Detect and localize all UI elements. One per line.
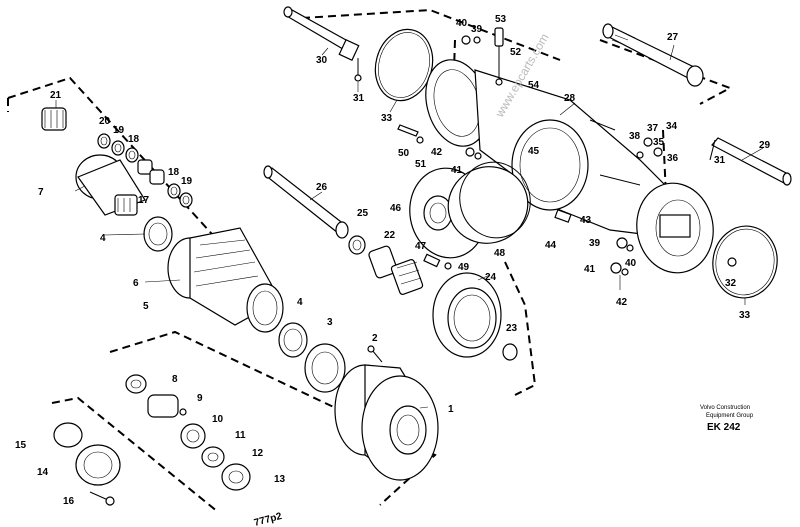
callout-16: 16 — [63, 496, 75, 507]
callout-53: 53 — [495, 14, 507, 25]
callout-labels: 1 2 3 4 4 5 6 7 8 9 10 11 12 13 14 15 16… — [15, 14, 771, 507]
bearing-3 — [304, 343, 346, 393]
callout-19: 19 — [113, 125, 125, 136]
ring-25 — [348, 235, 366, 255]
bolt-16 — [89, 491, 115, 506]
callout-10: 10 — [212, 414, 224, 425]
plug-32 — [727, 257, 737, 267]
washer-stack — [97, 133, 193, 208]
callout-21: 21 — [50, 90, 62, 101]
callout-5: 5 — [143, 301, 149, 312]
callout-1: 1 — [448, 404, 454, 415]
callout-33b: 33 — [739, 310, 751, 321]
callout-52: 52 — [510, 47, 522, 58]
callout-26: 26 — [316, 182, 328, 193]
shaft-27 — [602, 23, 704, 87]
ring-gear-24 — [432, 272, 518, 361]
small-parts-top — [397, 27, 504, 160]
callout-33: 33 — [381, 113, 393, 124]
callout-29: 29 — [759, 140, 771, 151]
callout-36: 36 — [667, 153, 679, 164]
bearing-4-left — [143, 216, 173, 252]
callout-41b: 41 — [584, 264, 596, 275]
callout-18b: 18 — [168, 167, 180, 178]
callout-3: 3 — [327, 317, 333, 328]
callout-39b: 39 — [589, 238, 601, 249]
callout-51: 51 — [415, 159, 427, 170]
callout-39: 39 — [471, 24, 483, 35]
callout-45: 45 — [528, 146, 540, 157]
company-line-1: Volvo Construction — [700, 405, 750, 411]
drawing-number: 777p2 — [253, 511, 284, 527]
callout-35: 35 — [653, 137, 665, 148]
callout-46: 46 — [390, 203, 402, 214]
callout-19b: 19 — [181, 176, 193, 187]
callout-20: 20 — [99, 116, 111, 127]
callout-34: 34 — [666, 121, 678, 132]
callout-12: 12 — [252, 448, 264, 459]
callout-13: 13 — [274, 474, 286, 485]
brake-drum-1 — [334, 364, 439, 481]
callout-7: 7 — [38, 187, 44, 198]
o-ring-33-right — [712, 225, 778, 299]
bearing-4-right — [278, 322, 308, 358]
company-line-2: Equipment Group — [706, 413, 754, 419]
callout-48: 48 — [494, 248, 506, 259]
callout-40b: 40 — [625, 258, 637, 269]
callout-24: 24 — [485, 272, 497, 283]
callout-27: 27 — [667, 32, 679, 43]
pin-47-49 — [423, 253, 452, 270]
axle-housing-28 — [425, 59, 714, 274]
callout-28: 28 — [564, 93, 576, 104]
bolt-2 — [367, 345, 383, 363]
callout-14: 14 — [37, 467, 49, 478]
callout-22: 22 — [384, 230, 396, 241]
callout-54: 54 — [528, 80, 540, 91]
callout-23: 23 — [506, 323, 518, 334]
callout-49: 49 — [458, 262, 470, 273]
callout-11: 11 — [235, 430, 246, 441]
callout-42: 42 — [431, 147, 443, 158]
wheel-hub-6 — [167, 227, 284, 333]
diagram-code: EK 242 — [707, 422, 741, 433]
small-parts-right — [554, 137, 663, 276]
callout-31b: 31 — [714, 155, 726, 166]
callout-17: 17 — [138, 195, 150, 206]
shaft-26 — [263, 165, 349, 239]
cover-14 — [75, 444, 121, 486]
callout-42b: 42 — [616, 297, 628, 308]
callout-37: 37 — [647, 123, 659, 134]
o-ring-48 — [459, 161, 531, 239]
callout-50: 50 — [398, 148, 410, 159]
callout-25: 25 — [357, 208, 369, 219]
callout-8: 8 — [172, 374, 178, 385]
callout-6: 6 — [133, 278, 139, 289]
o-ring-15 — [53, 422, 83, 448]
callout-41: 41 — [451, 165, 463, 176]
callout-4: 4 — [100, 233, 106, 244]
planet-carrier-7 — [75, 154, 146, 216]
callout-30: 30 — [316, 55, 328, 66]
callout-4b: 4 — [297, 297, 303, 308]
callout-18: 18 — [128, 134, 140, 145]
callout-32: 32 — [725, 278, 737, 289]
callout-44: 44 — [545, 240, 557, 251]
callout-47: 47 — [415, 241, 427, 252]
callout-38: 38 — [629, 131, 641, 142]
callout-9: 9 — [197, 393, 203, 404]
callout-43: 43 — [580, 215, 592, 226]
shaft-29 — [709, 137, 792, 186]
callout-15: 15 — [15, 440, 27, 451]
shaft-30 — [283, 6, 362, 82]
gear-22 — [368, 245, 424, 295]
seal-parts-8-13 — [125, 374, 251, 491]
leader-lines — [55, 44, 764, 409]
gear-21 — [41, 107, 67, 131]
callout-31: 31 — [353, 93, 365, 104]
callout-2: 2 — [372, 333, 378, 344]
callout-40: 40 — [456, 18, 468, 29]
